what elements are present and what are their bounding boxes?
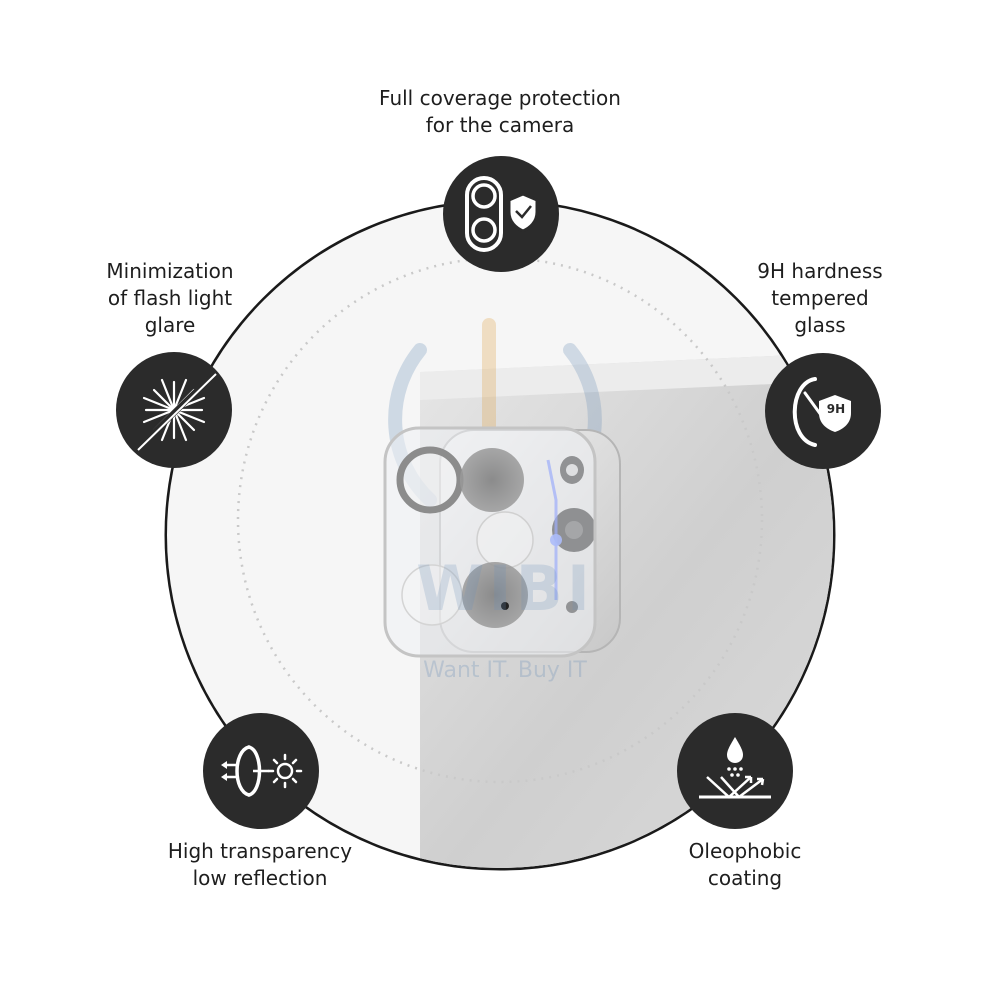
lens-ring (396, 446, 464, 514)
dotted-guide-circle (236, 256, 764, 784)
feature-text-line: coating (707, 866, 783, 890)
watermark-tagline: Want IT. Buy IT (423, 658, 587, 683)
hardness-9h-icon: 9H (765, 353, 881, 469)
feature-text-line: Oleophobic (688, 839, 802, 863)
feature-label-transparency: High transparency low reflection (140, 838, 380, 892)
feature-text-line: glass (794, 313, 846, 337)
feature-text-line: low reflection (192, 866, 328, 890)
hardness-badge-text: 9H (826, 402, 846, 416)
feature-text-line: High transparency (167, 839, 353, 863)
flash-glare-icon (116, 352, 232, 468)
feature-text-line: tempered (771, 286, 869, 310)
watermark-logo: WIBI (416, 552, 594, 625)
feature-text-line: Full coverage protection (379, 86, 621, 110)
feature-label-flash-glare: Minimization of flash light glare (80, 258, 260, 339)
oil-drop-icon (677, 713, 793, 829)
feature-label-9h-hardness: 9H hardness tempered glass (730, 258, 910, 339)
feature-text-line: 9H hardness (757, 259, 883, 283)
feature-label-oleophobic: Oleophobic coating (630, 838, 860, 892)
feature-text-line: Minimization (106, 259, 234, 283)
lens-protector (383, 426, 597, 658)
feature-text-line: of flash light (107, 286, 233, 310)
feature-text-line: glare (144, 313, 196, 337)
transparency-sun-icon (203, 713, 319, 829)
camera-shield-icon (443, 156, 559, 272)
feature-label-full-coverage: Full coverage protection for the camera (350, 85, 650, 139)
feature-text-line: for the camera (425, 113, 575, 137)
